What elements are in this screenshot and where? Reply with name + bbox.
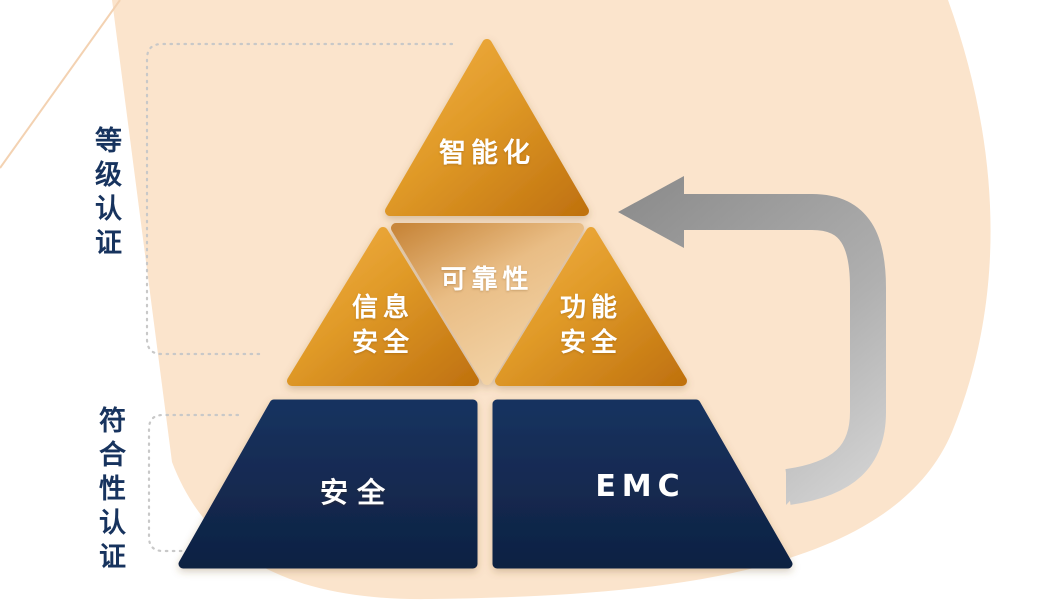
pyramid-bottom-left-trapezoid [178,399,478,569]
pyramid-mid-right-triangle [495,227,687,386]
pyramid-top-triangle [385,39,589,216]
label-information-security: 信息 安全 [303,291,463,361]
arrow-tail-taper [786,469,806,505]
diagonal-accent-line [0,0,121,169]
side-label-conformity-certification: 符合性认证 [94,406,125,576]
label-functional-safety: 功能 安全 [511,291,671,361]
pyramid-mid-center-inverted-triangle [391,223,584,385]
label-emc: EMC [595,469,686,504]
label-functional-safety-line1: 功能 [559,293,622,323]
label-reliability: 可靠性 [440,265,534,295]
dotted-bracket-top [145,42,454,356]
pyramid-mid-left-triangle [287,227,479,386]
side-label-grade-certification: 等级认证 [90,126,121,262]
pyramid-bottom-right-trapezoid [492,399,793,569]
label-information-security-line2: 安全 [351,328,414,359]
label-safety: 安全 [319,476,394,509]
label-intelligence: 智能化 [439,138,535,169]
label-functional-safety-line2: 安全 [559,328,622,359]
arrow-shaft [672,194,886,505]
curved-feedback-arrow [618,176,886,505]
arrow-head-icon [618,176,684,248]
label-information-security-line1: 信息 [351,293,414,323]
